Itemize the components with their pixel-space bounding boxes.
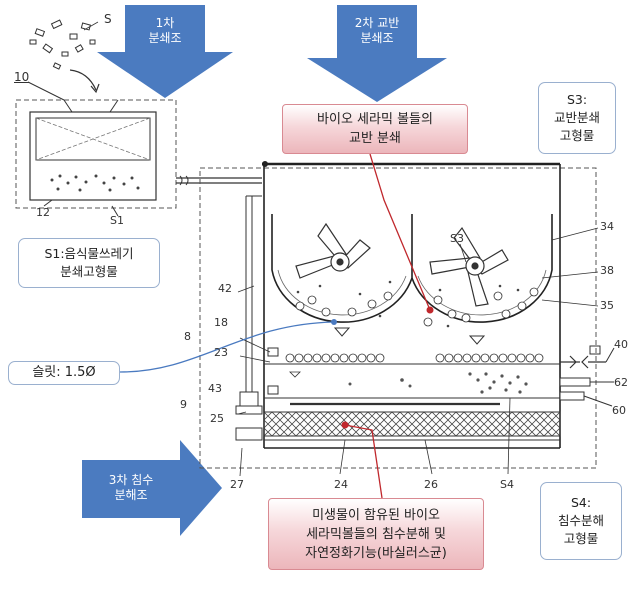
label-s: S [104, 12, 112, 26]
primary-crusher [29, 111, 157, 201]
label-27: 27 [230, 478, 244, 491]
microbe-bed [263, 411, 561, 437]
pointer-top [369, 153, 431, 311]
food-waste-pieces [29, 19, 96, 70]
label-s4: S4 [500, 478, 514, 491]
s1-particles [50, 174, 140, 192]
label-25: 25 [210, 412, 224, 425]
feed-arrow [69, 69, 97, 91]
valve-40 [560, 355, 606, 369]
label-38: 38 [600, 264, 614, 277]
label-42: 42 [218, 282, 232, 295]
label-60: 60 [612, 404, 626, 417]
s3-callout: S3: 교반분쇄 고형물 [538, 82, 616, 154]
s3-particles [296, 280, 520, 328]
s4-particles [348, 372, 528, 394]
slit-leader [119, 321, 335, 373]
label-12: 12 [36, 206, 50, 219]
ceramic-stirring-note: 바이오 세라믹 볼들의 교반 분쇄 [282, 104, 468, 154]
label-s1: S1 [110, 214, 124, 227]
label-8: 8 [184, 330, 191, 343]
label-s3: S3 [450, 232, 464, 245]
microbe-decomposition-note: 미생물이 함유된 바이오 세라믹볼들의 침수분해 및 자연정화기능(바실러스균) [268, 498, 484, 570]
outer-frame [199, 167, 597, 469]
label-35: 35 [600, 299, 614, 312]
label-62: 62 [614, 376, 628, 389]
tertiary-tank-label: 3차 침수 분해조 [108, 473, 154, 502]
label-10: 10 [14, 70, 30, 84]
secondary-arrow [307, 5, 447, 102]
ceramic-balls [295, 287, 539, 327]
label-43: 43 [208, 382, 222, 395]
secondary-crusher-left [271, 214, 413, 323]
label-24: 24 [334, 478, 348, 491]
primary-arrow [97, 5, 233, 98]
tertiary-arrow [82, 440, 222, 536]
label-18: 18 [214, 316, 228, 329]
secondary-crusher-label: 2차 교반 분쇄조 [354, 16, 400, 45]
agitator-left [295, 222, 371, 279]
label-23: 23 [214, 346, 228, 359]
primary-crusher-label: 1차 분쇄조 [148, 16, 182, 45]
pointer-bottom [344, 424, 383, 499]
label-26: 26 [424, 478, 438, 491]
agitator-right [429, 226, 509, 307]
s4-callout: S4: 침수분해 고형물 [540, 482, 622, 560]
label-40: 40 [614, 338, 628, 351]
label-9: 9 [180, 398, 187, 411]
ball-row [285, 353, 544, 363]
primary-crusher-frame [15, 99, 177, 209]
label-34: 34 [600, 220, 614, 233]
slit-callout: 슬릿: 1.5Ø [8, 361, 120, 385]
s1-callout: S1:음식물쓰레기 분쇄고형물 [18, 238, 160, 288]
